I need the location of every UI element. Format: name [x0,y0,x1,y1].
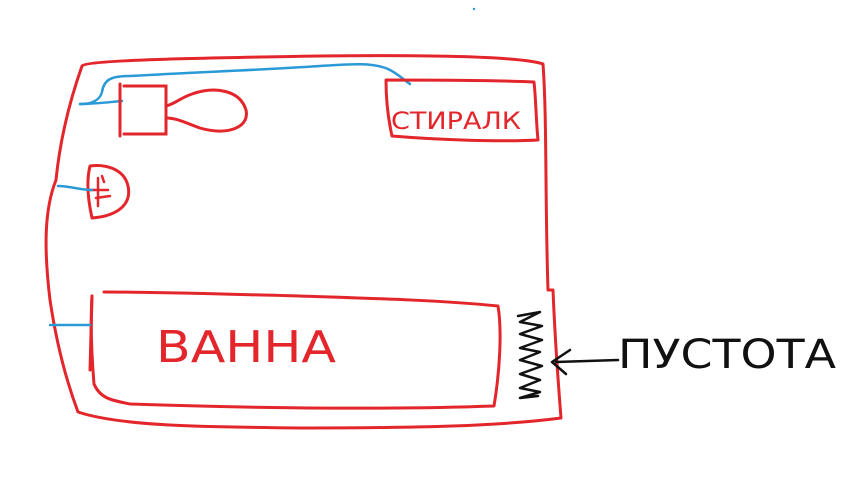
water-pipe-sink-left [56,184,94,192]
void-label: ПУСТОТА [618,332,837,378]
bathtub [89,290,502,410]
washer-label: СТИРАЛК [391,107,521,135]
bathtub-left-edge [88,294,94,372]
sink [86,164,131,220]
toilet-tank [118,82,168,138]
sink-faucet [88,174,112,208]
stray-dot [472,7,476,11]
room-outline [44,54,563,430]
toilet-bowl [164,88,248,133]
void-arrow [550,348,620,376]
washer-box [384,78,540,143]
void-scribble [516,310,544,400]
water-pipe-top [78,62,412,106]
bath-label: ВАННА [156,322,336,373]
